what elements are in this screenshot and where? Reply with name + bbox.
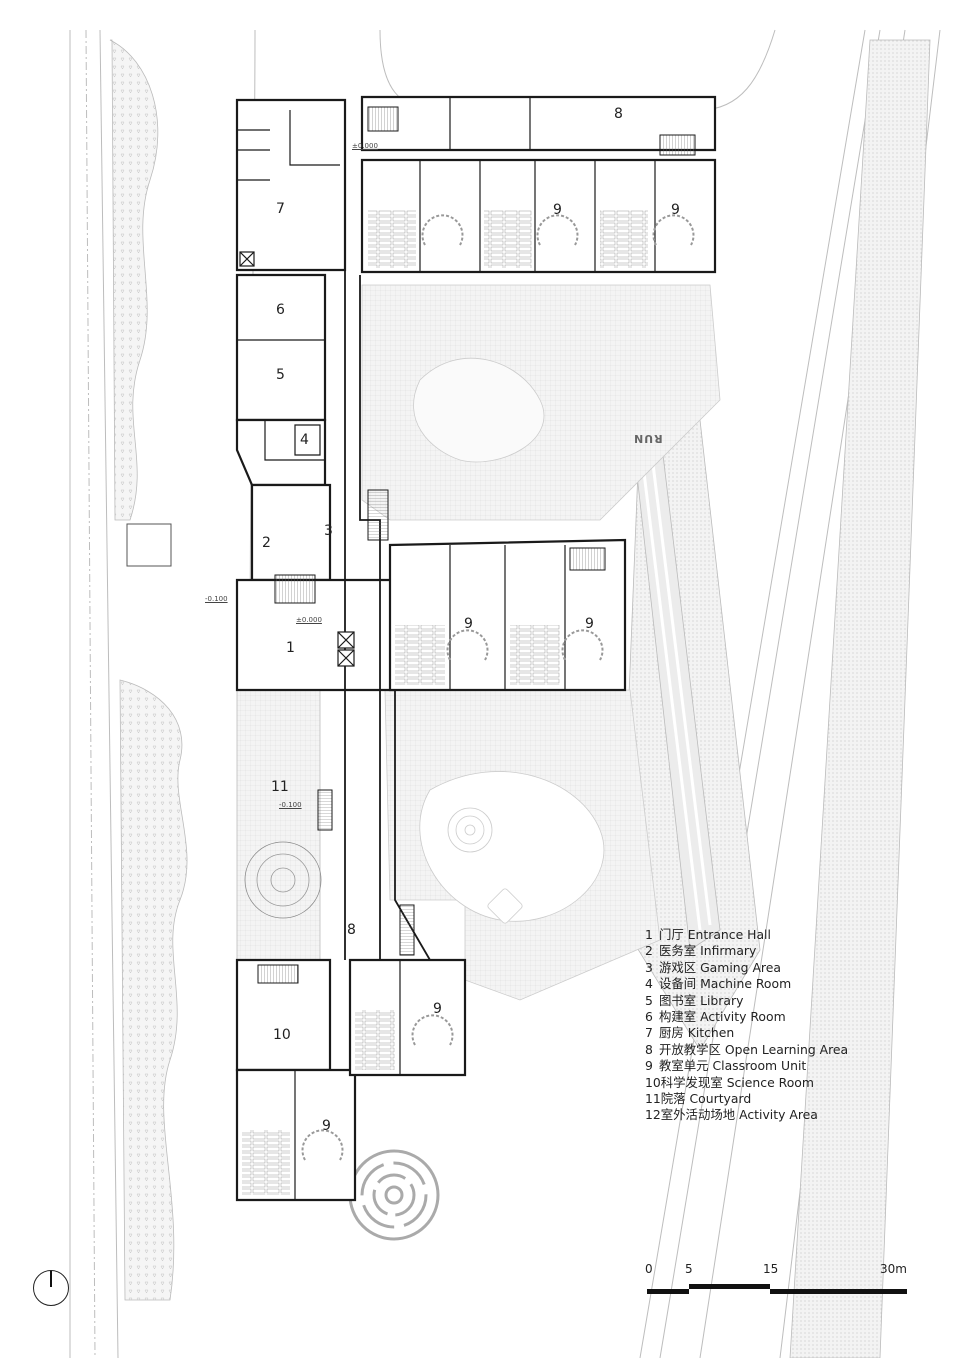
scale-tick: 5 xyxy=(685,1262,693,1276)
courtyard-north xyxy=(361,284,721,521)
legend-item: 12室外活动场地 Activity Area xyxy=(645,1107,818,1123)
room-label-4: 4 xyxy=(300,432,309,448)
legend-item: 10科学发现室 Science Room xyxy=(645,1074,814,1090)
room-label-1: 1 xyxy=(286,640,295,656)
legend-item: 5 图书室 Library xyxy=(645,992,744,1008)
maze xyxy=(348,1149,440,1241)
legend-item: 2 医务室 Infirmary xyxy=(645,943,757,959)
landscape-left xyxy=(109,39,188,1301)
courtyard-south xyxy=(384,689,661,1001)
room-label-10: 10 xyxy=(273,1027,291,1043)
north-arrow-icon xyxy=(33,1270,69,1306)
elevators xyxy=(239,251,355,667)
north-needle xyxy=(50,1271,52,1287)
legend-item: 1 门厅 Entrance Hall xyxy=(645,927,771,942)
room-label-6: 6 xyxy=(276,302,285,318)
room-label-11: 11 xyxy=(271,779,289,795)
room-label-9-b: 9 xyxy=(671,202,680,218)
legend-item: 8 开放教学区 Open Learning Area xyxy=(645,1041,849,1057)
stairs xyxy=(257,106,696,984)
legend: 1 门厅 Entrance Hall 2 医务室 Infirmary 3 游戏区… xyxy=(645,927,848,1124)
outbuilding xyxy=(126,523,172,567)
courtyard-11 xyxy=(236,687,322,961)
legend-item: 7 厨房 Kitchen xyxy=(645,1025,735,1041)
room-label-8-north: 8 xyxy=(614,106,623,122)
elevation-mark: ±0.000 xyxy=(352,142,378,150)
scale-tick: 0 xyxy=(645,1262,653,1276)
legend-item: 4 设备间 Machine Room xyxy=(645,976,792,992)
scale-tick: 15 xyxy=(763,1262,779,1276)
elevation-mark: ±0.000 xyxy=(296,616,322,624)
room-label-5: 5 xyxy=(276,367,285,383)
reading-circles xyxy=(301,214,695,1161)
legend-item: 3 游戏区 Gaming Area xyxy=(645,959,781,975)
room-label-9-c: 9 xyxy=(464,616,473,632)
elevation-mark: -0.100 xyxy=(279,801,302,809)
legend-item: 6 构建室 Activity Room xyxy=(645,1009,786,1025)
scale-segment xyxy=(770,1289,907,1294)
room-label-9-e: 9 xyxy=(433,1001,442,1017)
legend-item: 9 教室单元 Classroom Unit xyxy=(645,1058,807,1074)
scale-segment xyxy=(689,1284,770,1289)
room-label-9-d: 9 xyxy=(585,616,594,632)
room-label-7: 7 xyxy=(276,201,285,217)
classroom-desks xyxy=(242,210,648,1195)
scale-segment xyxy=(647,1289,689,1294)
track-label: RUN xyxy=(633,432,663,445)
room-label-3: 3 xyxy=(324,523,333,539)
room-label-8-south: 8 xyxy=(347,922,356,938)
room-label-9-f: 9 xyxy=(322,1118,331,1134)
legend-item: 11院落 Courtyard xyxy=(645,1091,752,1107)
partitions xyxy=(237,97,656,1200)
room-label-2: 2 xyxy=(262,535,271,551)
scale-bar: 0 5 15 30m xyxy=(645,1262,910,1302)
room-label-9-a: 9 xyxy=(553,202,562,218)
elevation-mark: -0.100 xyxy=(205,595,228,603)
scale-tick: 30m xyxy=(880,1262,907,1276)
